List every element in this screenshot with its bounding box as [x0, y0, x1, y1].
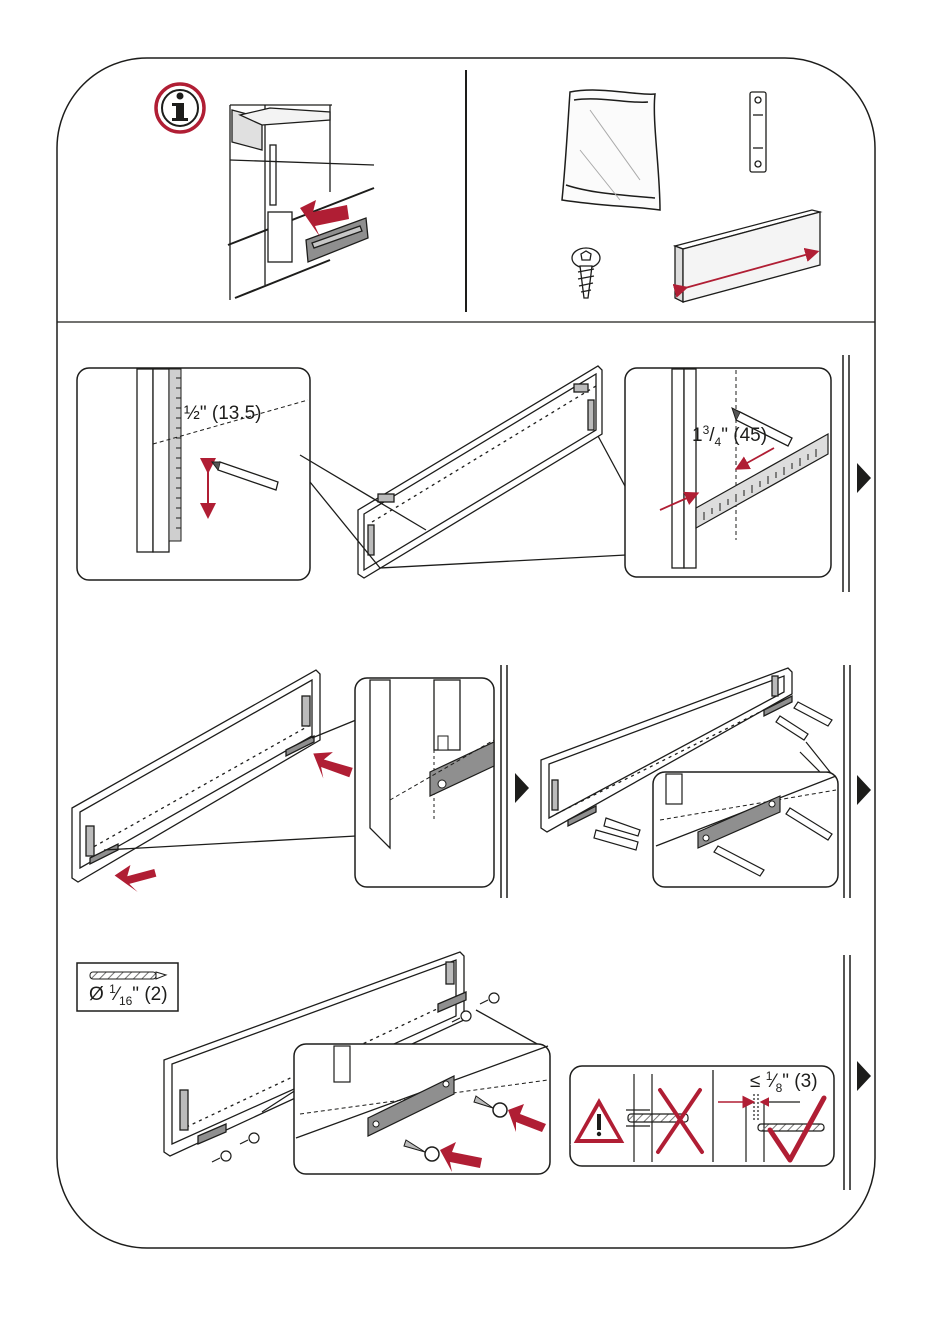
step2-right-measure: 13/4" (45)	[692, 426, 767, 445]
push-arrow-icon	[306, 746, 355, 787]
step3-separator-b	[844, 665, 850, 898]
next-step-arrow-icon	[857, 463, 871, 493]
step3-detail-left	[355, 678, 494, 887]
step4-separator	[844, 955, 850, 1190]
step2-panel-main	[300, 366, 626, 578]
step3-detail-right	[653, 742, 838, 887]
push-arrow-icon	[113, 859, 159, 896]
next-step-arrow-icon	[857, 1061, 871, 1091]
screw-icon	[572, 248, 600, 298]
parts-bag-icon	[562, 90, 660, 210]
step2-detail-right	[625, 368, 831, 577]
next-step-arrow-icon	[857, 775, 871, 805]
step3-separator-a	[501, 665, 507, 898]
gap-num: 1	[766, 1069, 773, 1083]
step2-right-rest: " (45)	[721, 425, 767, 446]
step2-left-measure: ½" (13.5)	[184, 404, 262, 423]
step2-right-den: 4	[715, 435, 722, 449]
step2-left-measure-text: ½" (13.5)	[184, 403, 262, 424]
step2-right-whole: 1	[692, 425, 703, 446]
step2-right-slash: /	[709, 425, 714, 446]
gap-prefix: ≤	[750, 1071, 760, 1092]
step2-separator	[843, 355, 849, 592]
cabinet-illustration	[228, 105, 374, 300]
drill-bit-num: 1	[109, 982, 116, 996]
step2-detail-left	[77, 368, 310, 580]
gap-label: ≤ 1⁄8" (3)	[750, 1072, 818, 1091]
gap-den: 8	[776, 1081, 783, 1095]
drill-bit-prefix: Ø	[89, 984, 104, 1005]
step3-panel-left	[72, 670, 356, 882]
drill-bit-label: Ø 1⁄16" (2)	[89, 985, 168, 1004]
drill-bit-rest: " (2)	[132, 984, 167, 1005]
mounting-bracket-icon	[750, 92, 766, 172]
next-step-arrow-icon	[515, 773, 529, 803]
step2-right-num: 3	[703, 423, 710, 437]
plinth-board-icon	[675, 210, 820, 302]
drill-bit-den: 16	[119, 994, 132, 1008]
info-icon	[156, 84, 204, 132]
gap-rest: " (3)	[782, 1071, 817, 1092]
